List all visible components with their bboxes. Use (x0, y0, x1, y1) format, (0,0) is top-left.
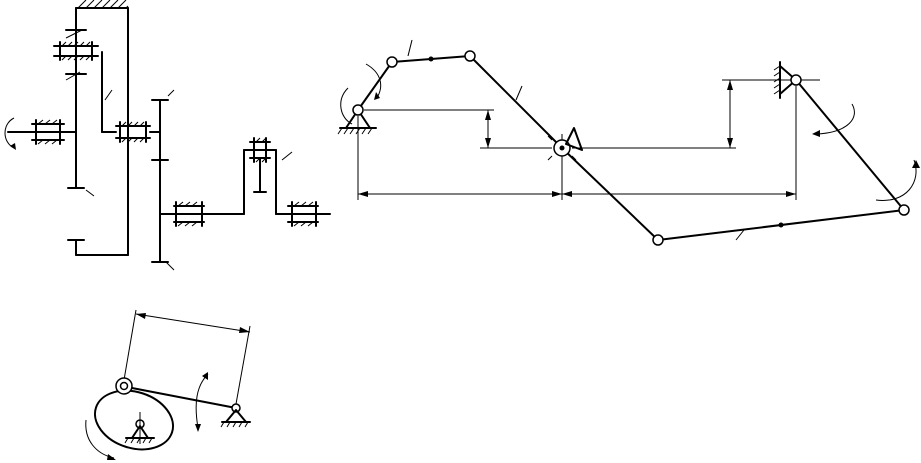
cam-follower-scheme (85, 309, 251, 460)
six-bar-linkage-scheme (337, 39, 920, 246)
ground-support-top (75, 0, 129, 9)
follower-roller-pin (119, 381, 129, 391)
output-rotation-arrow (875, 159, 917, 201)
link-label-tick-3 (735, 229, 745, 241)
upper-planet-gear (53, 29, 99, 81)
gear-train-scheme (4, 0, 331, 271)
link-label-tick-2 (515, 85, 523, 101)
cam-profile (93, 389, 175, 451)
link-label-tick-1 (407, 39, 413, 57)
cam-ground-pivot (124, 412, 155, 444)
joint-b (386, 56, 398, 68)
joint-a (352, 104, 364, 116)
link-crank (357, 61, 393, 111)
gear-label-tick (85, 189, 95, 197)
cam-dim-ext-right (235, 325, 251, 405)
dimension-lines (357, 79, 797, 200)
ground-pivot-c (773, 61, 855, 137)
follower-ground-pivot (220, 403, 251, 428)
carrier-label-tick (104, 89, 113, 101)
ground-pivot-a (337, 63, 382, 135)
link-rocker-1 (469, 55, 563, 149)
crank-rotation-arrow (340, 87, 353, 125)
coupler-2-midpoint (778, 222, 784, 228)
follower-arm (131, 387, 237, 409)
ground-pivot-b (546, 127, 583, 162)
coupler-1-midpoint (428, 56, 434, 62)
joint-e (898, 204, 910, 216)
output-shaft-lower (159, 201, 245, 227)
cam-dim-ext-left (123, 309, 137, 381)
rocker-rotation-arrow (817, 103, 855, 135)
middle-bearing (115, 121, 161, 143)
input-shaft (4, 117, 77, 150)
joint-d (652, 234, 664, 246)
crank-loop (243, 137, 331, 227)
joint-c (464, 50, 476, 62)
gear-2-profile (151, 89, 175, 271)
joint-f (790, 74, 802, 86)
link-rocker-2 (795, 79, 905, 211)
cam-dim-line (135, 313, 251, 333)
